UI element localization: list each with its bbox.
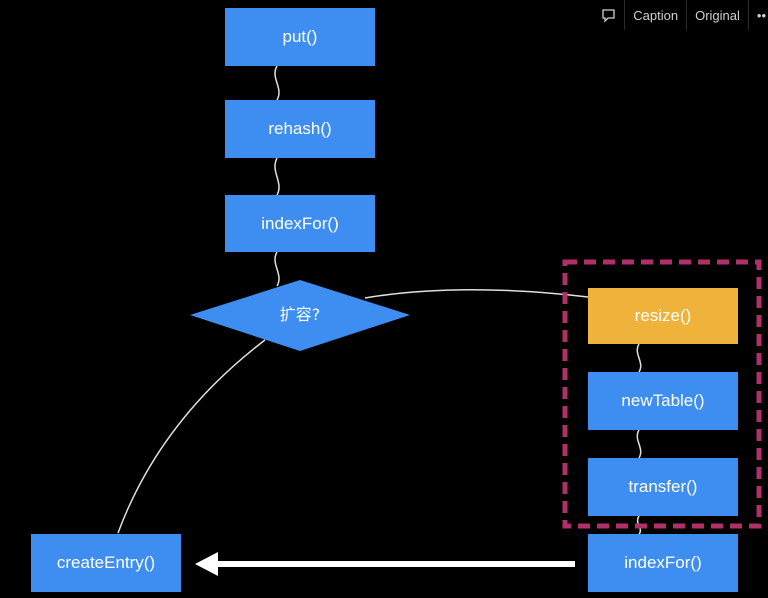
node-resize-label: resize() — [634, 306, 692, 325]
node-resize: resize() — [588, 288, 738, 344]
more-button[interactable]: •• — [747, 0, 768, 30]
resize-group-border — [562, 259, 762, 529]
node-indexfor-top-label: indexFor() — [261, 213, 339, 233]
decision-label: 扩容? — [279, 305, 321, 324]
more-icon: •• — [756, 7, 766, 23]
node-put-label: put() — [282, 27, 318, 46]
arrow-head — [195, 552, 218, 576]
node-indexfor-bottom: indexFor() — [588, 534, 738, 592]
node-newtable-label: newTable() — [621, 391, 705, 410]
node-createentry: createEntry() — [31, 534, 181, 592]
connector-put-rehash — [274, 65, 280, 101]
node-rehash-label: rehash() — [268, 119, 332, 138]
node-indexfor-bottom-label: indexFor() — [624, 553, 702, 572]
node-rehash: rehash() — [225, 100, 375, 158]
connector-resize-newtable — [636, 343, 642, 373]
connector-decision-createentry — [117, 339, 266, 534]
node-newtable: newTable() — [588, 372, 738, 430]
node-transfer: transfer() — [588, 458, 738, 516]
caption-button[interactable]: Caption — [624, 0, 686, 30]
node-transfer-label: transfer() — [628, 477, 698, 496]
connector-decision-resize — [364, 289, 589, 299]
original-label: Original — [695, 7, 740, 23]
connector-indexfor-decision — [274, 251, 280, 287]
original-button[interactable]: Original — [686, 0, 748, 30]
node-indexfor-top: indexFor() — [225, 195, 375, 252]
node-createentry-label: createEntry() — [56, 553, 156, 572]
connector-newtable-transfer — [636, 429, 642, 459]
comment-button[interactable] — [593, 0, 624, 30]
image-toolbar: Caption Original •• — [593, 0, 768, 30]
connector-rehash-indexfor — [274, 157, 280, 196]
node-put: put() — [225, 8, 375, 66]
speech-bubble-icon — [602, 8, 615, 23]
caption-label: Caption — [633, 7, 679, 23]
decision-diamond — [190, 280, 410, 351]
